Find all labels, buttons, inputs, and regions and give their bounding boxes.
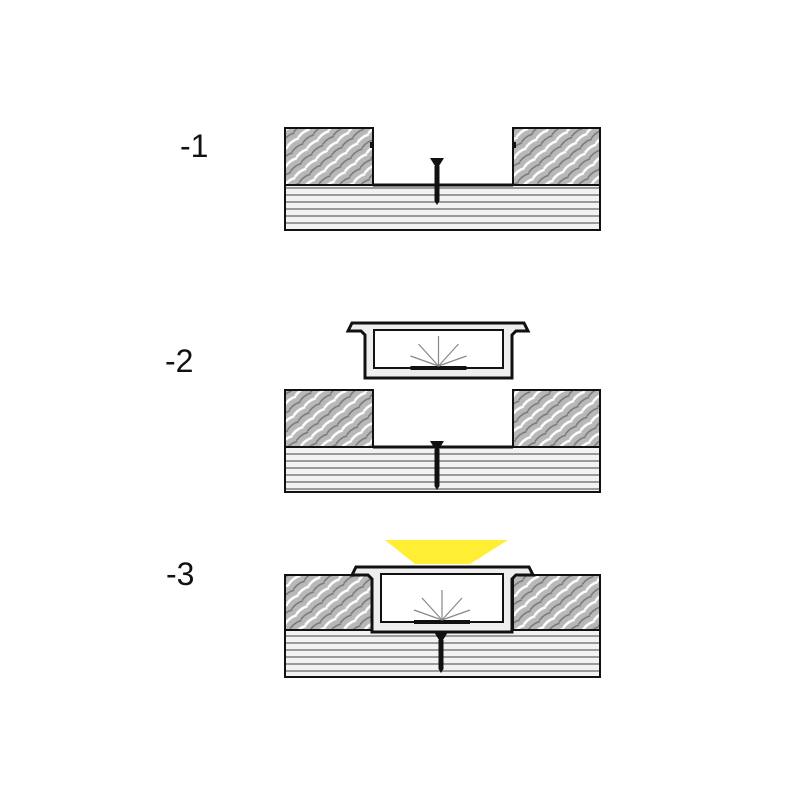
floor-section-1 xyxy=(284,127,601,231)
right-clip-mark xyxy=(513,142,516,148)
light-ray xyxy=(438,343,459,367)
light-ray xyxy=(421,597,443,621)
step-1-label: -1 xyxy=(180,128,209,164)
profile-step-2 xyxy=(345,321,531,380)
light-beam xyxy=(385,540,508,564)
light-ray xyxy=(410,355,439,367)
right-floor-board xyxy=(512,127,601,186)
screw-shank xyxy=(438,640,444,669)
screw-tip xyxy=(434,201,440,205)
screw-head xyxy=(430,158,444,166)
right-floor-board xyxy=(512,574,601,631)
left-floor-board xyxy=(284,127,374,186)
step-2-label: -2 xyxy=(165,343,194,379)
subfloor xyxy=(284,446,601,493)
light-ray xyxy=(441,597,463,621)
screw-shank xyxy=(434,449,440,486)
screw-2 xyxy=(430,441,444,490)
light-ray xyxy=(441,609,471,621)
screw-shank xyxy=(434,166,440,201)
light-ray xyxy=(418,343,439,367)
profile-step-3 xyxy=(349,565,536,634)
led-strip xyxy=(414,620,470,624)
light-ray xyxy=(438,355,467,367)
left-clip-mark xyxy=(370,142,373,148)
screw-3 xyxy=(434,632,448,673)
step-3-label: -3 xyxy=(166,556,195,592)
screw-tip xyxy=(434,486,440,490)
screw-1 xyxy=(430,158,444,205)
subfloor xyxy=(284,184,601,231)
led-strip xyxy=(410,366,467,370)
left-floor-board xyxy=(284,389,374,448)
screw-head xyxy=(434,632,448,640)
light-ray xyxy=(413,609,443,621)
screw-tip xyxy=(438,669,444,673)
floor-section-2 xyxy=(284,389,601,493)
left-floor-board xyxy=(284,574,374,631)
screw-head xyxy=(430,441,444,449)
right-floor-board xyxy=(512,389,601,448)
